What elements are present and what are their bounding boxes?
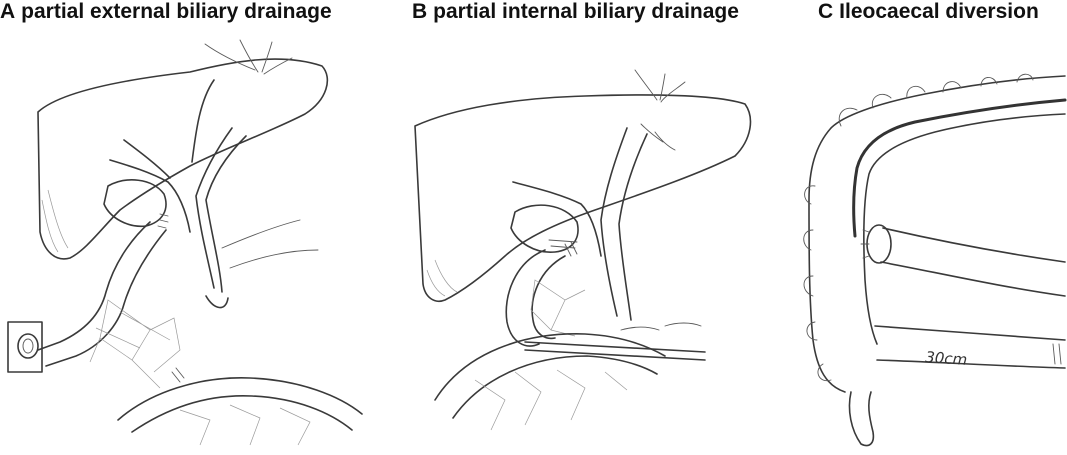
panel-b-caption: partial internal biliary drainage bbox=[433, 0, 739, 23]
ileocaecal-diversion-illustration: 30cm bbox=[803, 73, 1067, 447]
panel-a-caption: partial external biliary drainage bbox=[21, 0, 332, 23]
gallbladder-duodenum-sketch bbox=[103, 179, 169, 229]
bowel-arc-sketch bbox=[117, 367, 363, 446]
panel-c-letter: C bbox=[818, 0, 834, 23]
internal-drainage-illustration bbox=[414, 69, 752, 431]
bile-ducts-sketch bbox=[109, 127, 247, 309]
panel-c-caption: Ileocaecal diversion bbox=[839, 0, 1039, 23]
mesentery-net-sketch bbox=[89, 299, 181, 389]
vessel-lines-sketch bbox=[221, 219, 319, 269]
appendix-sketch bbox=[848, 391, 875, 447]
liver-sketch bbox=[414, 69, 752, 302]
external-drainage-illustration bbox=[7, 39, 363, 446]
bile-ducts-sketch bbox=[512, 123, 676, 321]
stoma-sketch bbox=[7, 321, 43, 373]
liver-sketch bbox=[37, 39, 329, 260]
panel-a-letter: A bbox=[0, 0, 16, 23]
ileostomy-limb-sketch bbox=[860, 224, 1066, 297]
gallbladder-duodenum-sketch bbox=[510, 204, 579, 253]
ileum-sketch: 30cm bbox=[874, 325, 1066, 369]
roux-limb-sketch bbox=[37, 221, 167, 367]
colon-sketch bbox=[803, 73, 1067, 393]
drain-tube-sketch bbox=[524, 341, 706, 361]
panel-b-letter: B bbox=[412, 0, 428, 23]
roux-loop-sketch bbox=[505, 241, 586, 347]
bowel-arc-sketch bbox=[434, 322, 702, 431]
length-label: 30cm bbox=[925, 348, 968, 369]
